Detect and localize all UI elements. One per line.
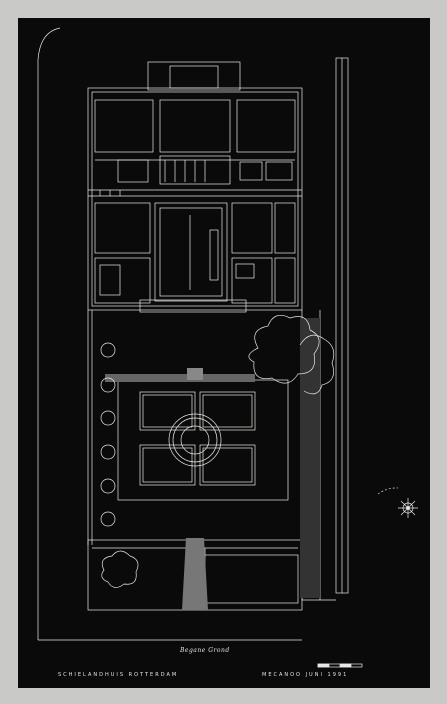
central-hall: [154, 202, 228, 302]
drawing-label: Begane Grond: [180, 647, 230, 654]
gravel-strip: [300, 318, 320, 598]
large-trees: [101, 315, 335, 588]
tree-canopy-right: [299, 334, 335, 395]
scale-bar-icon: [317, 663, 363, 668]
tree-canopy-small: [101, 550, 139, 588]
tree: [100, 478, 116, 494]
path-vertical: [187, 368, 203, 380]
room-middle-left: [94, 202, 151, 254]
site-boundary-line: [37, 27, 61, 640]
tree-canopy-large: [248, 315, 320, 384]
entrance-ramp: [182, 538, 208, 610]
tree: [100, 410, 116, 426]
tree: [100, 444, 116, 460]
north-annex: [147, 61, 241, 91]
path-dotted-band: [105, 374, 255, 382]
tree: [100, 377, 116, 393]
room-top-right: [236, 99, 296, 153]
room-top-center: [159, 99, 231, 153]
tree: [100, 511, 116, 527]
tree-row: [100, 342, 116, 527]
room-middle-right: [231, 202, 273, 254]
black-board: [18, 18, 430, 688]
tree: [100, 342, 116, 358]
central-round-bed: [168, 413, 222, 467]
title-right: MECANOO JUNI 1991: [262, 672, 349, 678]
compass-rose-icon: [377, 487, 418, 518]
title-left: SCHIELANDHUIS ROTTERDAM: [58, 672, 179, 678]
main-building-outline: [87, 87, 303, 311]
room-top-left: [94, 99, 154, 153]
